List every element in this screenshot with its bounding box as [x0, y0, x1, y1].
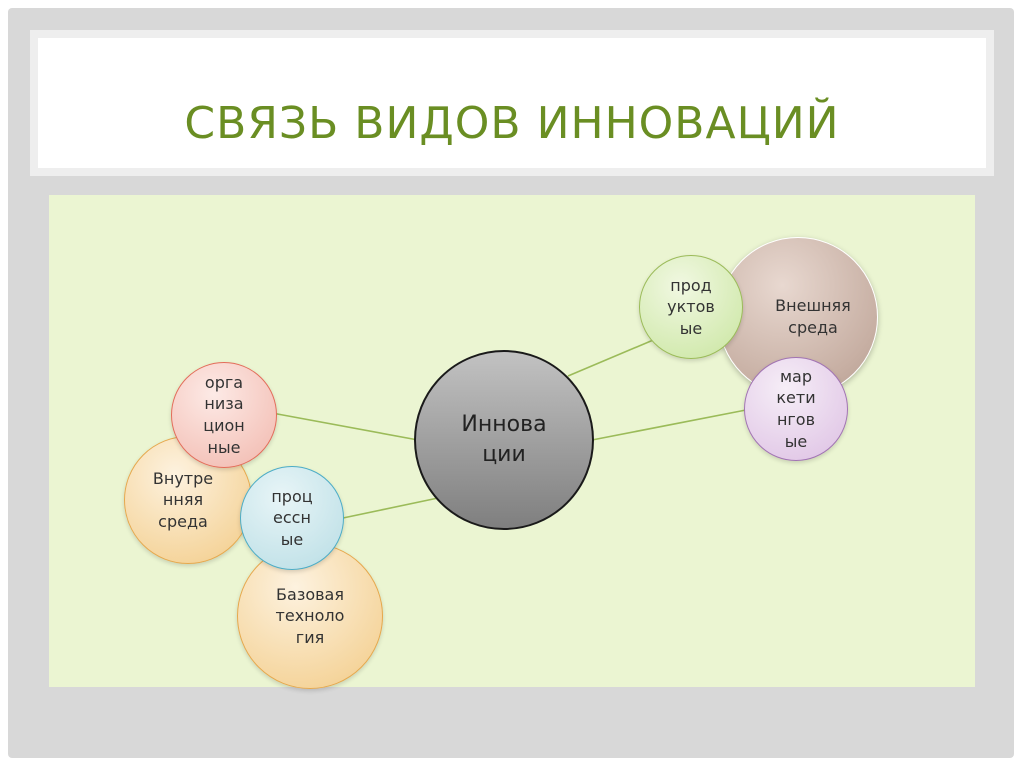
node-product-label: прод уктов ые — [667, 275, 715, 338]
node-organizational: орга низа цион ные — [171, 362, 277, 468]
connector-center-marketing — [591, 409, 747, 441]
node-external-environment: Внешняя среда — [718, 237, 878, 397]
connector-center-organizational — [271, 412, 419, 441]
node-marketing: мар кети нгов ые — [744, 357, 848, 461]
node-center-label: Иннова ции — [461, 412, 547, 467]
title-box: СВЯЗЬ ВИДОВ ИННОВАЦИЙ — [30, 30, 994, 176]
node-base-technology: Базовая техноло гия — [237, 543, 383, 689]
node-center-innovations: Иннова ции — [414, 350, 594, 530]
node-marketing-label: мар кети нгов ые — [776, 366, 816, 451]
connector-center-process — [342, 497, 439, 519]
node-product: прод уктов ые — [639, 255, 743, 359]
node-organizational-label: орга низа цион ные — [203, 372, 245, 457]
node-base-technology-label: Базовая техноло гия — [275, 584, 345, 647]
node-process: проц ессн ые — [240, 466, 344, 570]
node-external-environment-label: Внешняя среда — [775, 296, 851, 337]
node-internal-environment-label: Внутре нняя среда — [152, 468, 214, 531]
connector-center-product — [567, 337, 659, 377]
page-title: СВЯЗЬ ВИДОВ ИННОВАЦИЙ — [184, 98, 840, 149]
node-process-label: проц ессн ые — [271, 486, 313, 549]
